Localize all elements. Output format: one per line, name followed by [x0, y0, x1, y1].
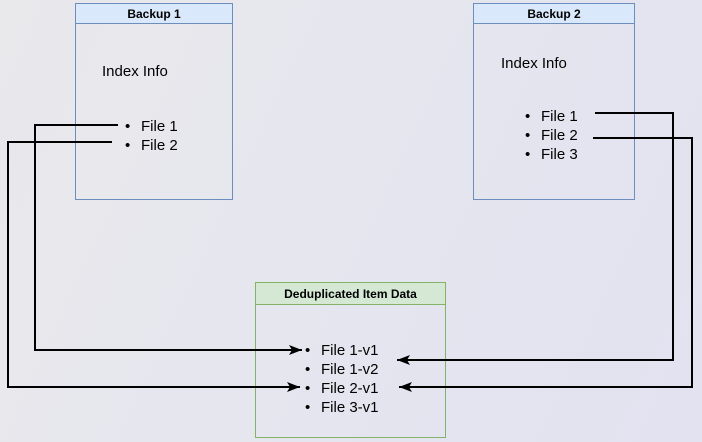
dedup-file-3-v1: File 3-v1 [305, 398, 379, 417]
backup2-file-2: File 2 [525, 126, 578, 145]
backup2-file-list: File 1 File 2 File 3 [525, 107, 578, 164]
backup2-index-info-label: Index Info [501, 55, 567, 72]
backup1-file-2: File 2 [125, 136, 178, 155]
dedup-file-1-v2: File 1-v2 [305, 360, 379, 379]
dedup-box: Deduplicated Item Data File 1-v1 File 1-… [255, 282, 446, 438]
dedup-title: Deduplicated Item Data [256, 283, 445, 305]
backup1-file-1: File 1 [125, 117, 178, 136]
backup1-title: Backup 1 [76, 4, 232, 24]
dedup-file-1-v1: File 1-v1 [305, 341, 379, 360]
backup2-title: Backup 2 [474, 4, 634, 24]
backup2-file-1: File 1 [525, 107, 578, 126]
backup2-box: Backup 2 Index Info File 1 File 2 File 3 [473, 3, 635, 200]
backup1-index-info-label: Index Info [102, 63, 168, 80]
backup1-box: Backup 1 Index Info File 1 File 2 [75, 3, 233, 200]
dedup-file-2-v1: File 2-v1 [305, 379, 379, 398]
backup1-file-list: File 1 File 2 [125, 117, 178, 155]
dedup-file-list: File 1-v1 File 1-v2 File 2-v1 File 3-v1 [305, 341, 379, 417]
backup2-file-3: File 3 [525, 145, 578, 164]
